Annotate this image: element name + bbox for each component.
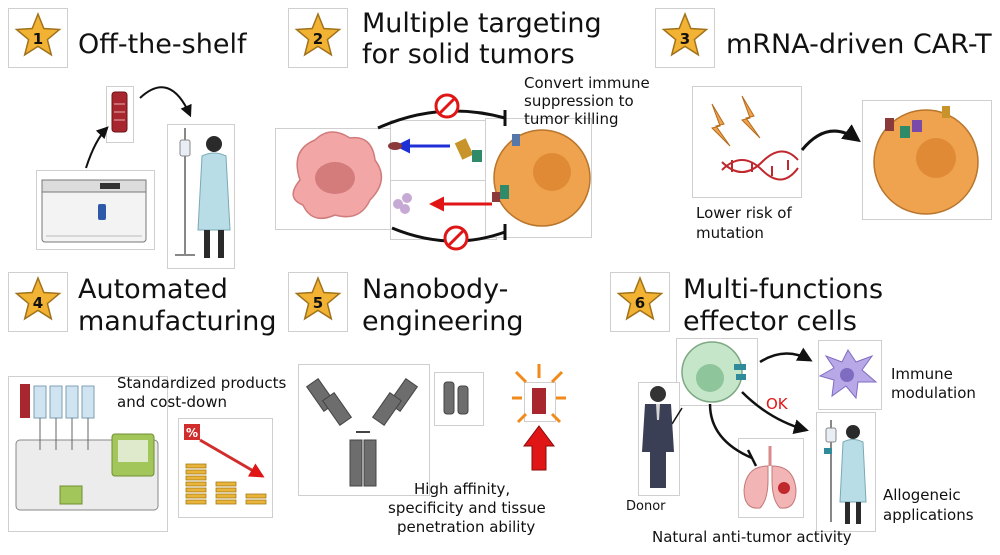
standardized-label-1: Standardized products <box>117 374 287 392</box>
nanobody-icon <box>443 381 469 415</box>
star-badge-6: 6 <box>610 272 670 332</box>
no-entry-icon <box>443 225 469 251</box>
convert-label-3: tumor killing <box>524 110 619 128</box>
star-badge-icon <box>14 11 62 57</box>
no-entry-icon <box>434 93 460 119</box>
affinity-up-icon <box>512 364 566 471</box>
title-multiple-targeting-2: for solid tumors <box>362 39 575 70</box>
immune-label-1: Immune <box>891 365 953 383</box>
dna-helix-icon <box>721 150 799 181</box>
svg-text:6: 6 <box>635 294 645 312</box>
natural-label: Natural anti-tumor activity <box>652 528 852 546</box>
cancer-cell-icon <box>292 131 383 220</box>
allogeneic-label-1: Allogeneic <box>883 486 961 504</box>
standardized-label-2: and cost-down <box>117 393 227 411</box>
title-off-the-shelf: Off-the-shelf <box>78 29 247 60</box>
incubator-icon <box>41 179 147 243</box>
affinity-label-1: High affinity, <box>414 480 511 498</box>
svg-text:4: 4 <box>33 294 43 312</box>
star-badge-icon <box>616 275 664 321</box>
automated-machine-icon <box>15 384 159 511</box>
dendritic-cell-icon <box>818 349 878 400</box>
mutation-label-1: Lower risk of <box>696 204 792 222</box>
immune-label-2: modulation <box>891 384 976 402</box>
svg-text:5: 5 <box>313 294 323 312</box>
ok-label: OK <box>766 395 788 413</box>
title-multi-functions-1: Multi-functions <box>683 274 884 305</box>
title-mrna-car-t: mRNA-driven CAR-T <box>726 29 992 60</box>
donor-icon <box>642 386 674 488</box>
allogeneic-label-2: applications <box>883 506 974 524</box>
affinity-label-2: specificity and tissue <box>388 499 546 517</box>
blood-bag-icon <box>111 91 128 133</box>
percent-badge <box>184 424 200 440</box>
svg-text:%: % <box>186 426 198 440</box>
affinity-label-3: penetration ability <box>397 518 536 536</box>
star-badge-2: 2 <box>288 8 348 68</box>
svg-text:3: 3 <box>680 30 690 48</box>
star-badge-4: 4 <box>8 272 68 332</box>
title-automated-2: manufacturing <box>78 306 277 337</box>
star-badge-5: 5 <box>288 272 348 332</box>
star-badge-3: 3 <box>655 8 715 68</box>
lightning-icon <box>711 95 761 147</box>
title-multi-functions-2: effector cells <box>683 306 857 337</box>
title-multiple-targeting-1: Multiple targeting <box>362 8 602 39</box>
patient-iv-icon <box>824 420 867 524</box>
svg-text:1: 1 <box>33 30 43 48</box>
antibody-icon <box>305 378 419 487</box>
donor-label: Donor <box>626 499 666 514</box>
car-t-cell-icon <box>873 106 979 215</box>
star-badge-icon <box>294 275 342 321</box>
patient-iv-icon <box>175 128 231 258</box>
title-nanobody-2: engineering <box>362 306 524 337</box>
svg-text:2: 2 <box>313 30 323 48</box>
title-automated-1: Automated <box>78 274 228 305</box>
star-badge-icon <box>294 11 342 57</box>
convert-label-2: suppression to <box>524 92 634 110</box>
star-badge-1: 1 <box>8 8 68 68</box>
mutation-label-2: mutation <box>696 224 764 242</box>
star-badge-icon <box>14 275 62 321</box>
star-badge-icon <box>661 11 709 57</box>
nk-cell-icon <box>681 341 746 403</box>
car-t-cell-icon <box>492 129 591 227</box>
coin-stack-icon <box>185 463 267 505</box>
convert-label-1: Convert immune <box>524 74 650 92</box>
lungs-icon <box>743 446 797 509</box>
title-nanobody-1: Nanobody- <box>362 274 509 305</box>
